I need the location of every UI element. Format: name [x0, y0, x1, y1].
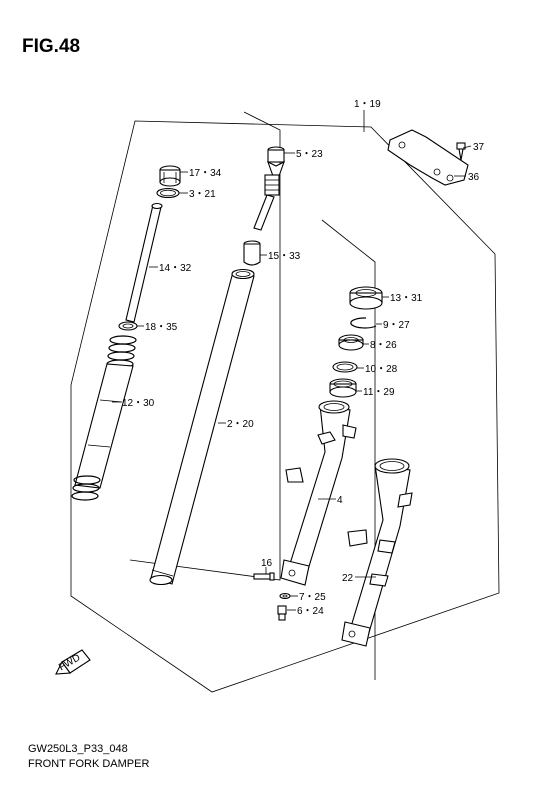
- outer-tube-left[interactable]: [280, 400, 357, 586]
- inner-outline-left: [129, 111, 281, 581]
- callout-3-21: 3・21: [189, 189, 216, 200]
- oil-seal[interactable]: [338, 334, 364, 351]
- callout-12-30: 12・30: [122, 398, 155, 409]
- callout-10-28: 10・28: [365, 364, 398, 375]
- guide-metal[interactable]: [329, 378, 357, 398]
- damper-rod[interactable]: [253, 146, 285, 231]
- callout-36: 36: [468, 172, 480, 183]
- drain-bolt[interactable]: [277, 605, 287, 621]
- callout-16: 16: [261, 558, 273, 569]
- inner-tube[interactable]: [149, 268, 255, 586]
- callout-2-20: 2・20: [227, 419, 254, 430]
- callout-18-35: 18・35: [145, 322, 178, 333]
- callout-4: 4: [337, 495, 343, 506]
- dust-seal[interactable]: [349, 286, 383, 310]
- fork-spring[interactable]: [71, 335, 137, 501]
- cap-o-ring[interactable]: [156, 187, 180, 199]
- drain-washer[interactable]: [279, 592, 291, 600]
- figure-title: FIG.48: [22, 36, 81, 57]
- callout-14-32: 14・32: [159, 263, 192, 274]
- callout-1-19: 1・19: [354, 99, 381, 110]
- seal-spacer[interactable]: [332, 361, 358, 373]
- outer-tube-right[interactable]: [341, 458, 413, 647]
- callout-13-31: 13・31: [390, 293, 423, 304]
- diagram-name: FRONT FORK DAMPER: [28, 758, 150, 770]
- callout-5-23: 5・23: [296, 149, 323, 160]
- fork-bracket[interactable]: [387, 129, 469, 186]
- callout-9-27: 9・27: [383, 320, 410, 331]
- spacer-tube[interactable]: [125, 202, 163, 323]
- bracket-bolt[interactable]: [456, 142, 466, 161]
- callout-8-26: 8・26: [370, 340, 397, 351]
- axle-pinch-bolt[interactable]: [253, 572, 275, 581]
- spring-washer[interactable]: [118, 321, 138, 331]
- oil-lock-piece[interactable]: [243, 240, 261, 266]
- forward-direction-badge: FWD: [55, 649, 91, 675]
- inner-outline-right: [321, 219, 376, 680]
- callout-7-25: 7・25: [299, 592, 326, 603]
- callout-6-24: 6・24: [297, 606, 324, 617]
- diagram-code: GW250L3_P33_048: [28, 743, 128, 755]
- fork-cap-bolt[interactable]: [159, 165, 181, 187]
- stopper-ring[interactable]: [350, 317, 377, 329]
- callout-37: 37: [473, 142, 485, 153]
- leader-lines: [112, 110, 472, 611]
- callout-11-29: 11・29: [363, 387, 395, 398]
- callout-15-33: 15・33: [268, 251, 301, 262]
- callout-22: 22: [342, 573, 354, 584]
- callout-17-34: 17・34: [189, 168, 222, 179]
